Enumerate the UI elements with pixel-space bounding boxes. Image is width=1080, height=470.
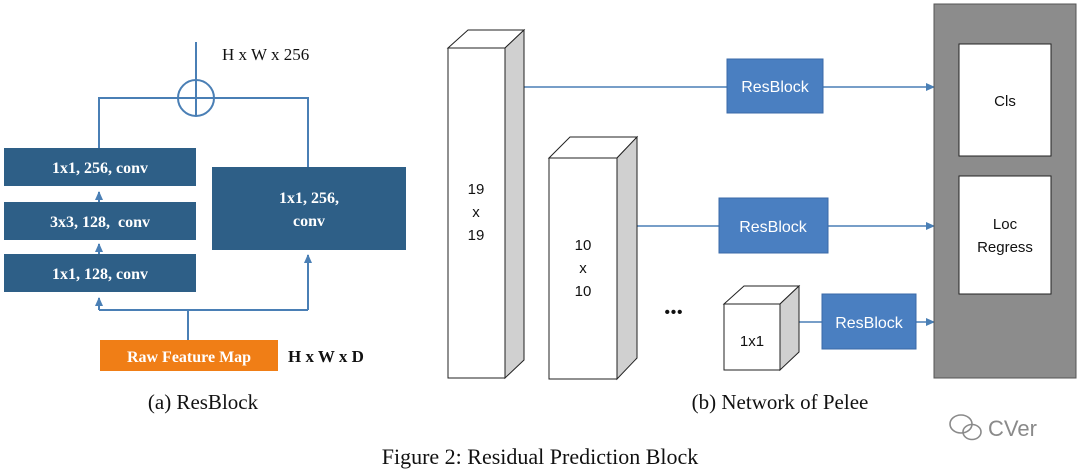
feature-map-19x19-label-top: 19 bbox=[468, 181, 485, 198]
resblock-output-shape-label: H x W x 256 bbox=[222, 45, 309, 64]
panel-b-connectors bbox=[524, 83, 935, 326]
shortcut-conv-1x1-256: 1x1, 256, conv bbox=[212, 167, 406, 250]
conv-1x1-256-label: 1x1, 256, conv bbox=[52, 160, 148, 177]
panel-b-caption: (b) Network of Pelee bbox=[692, 390, 869, 414]
shortcut-conv-label-line2: conv bbox=[293, 213, 325, 230]
resblock-2-label: ResBlock bbox=[739, 219, 808, 236]
loc-label-line2: Regress bbox=[977, 239, 1033, 256]
conv-1x1-128: 1x1, 128, conv bbox=[4, 254, 196, 292]
resblock-2: ResBlock bbox=[718, 197, 829, 254]
panel-b-network: 19 x 19 10 x 10 ••• 1x1 ResBlock ResBloc… bbox=[446, 3, 1077, 414]
cls-box bbox=[958, 43, 1052, 157]
feature-map-10x10-label-top: 10 bbox=[575, 237, 592, 254]
loc-label-line1: Loc bbox=[993, 216, 1018, 233]
resblock-1: ResBlock bbox=[726, 58, 824, 114]
figure-caption: Figure 2: Residual Prediction Block bbox=[382, 444, 699, 469]
watermark-text: CVer bbox=[988, 416, 1037, 441]
panel-a-connectors bbox=[95, 42, 312, 340]
elementwise-sum-node bbox=[177, 79, 215, 117]
feature-map-19x19-label-x: x bbox=[472, 204, 480, 221]
feature-map-1x1 bbox=[722, 284, 801, 372]
conv-1x1-128-label: 1x1, 128, conv bbox=[52, 266, 148, 283]
feature-map-19x19 bbox=[446, 28, 526, 380]
loc-regress-box bbox=[958, 175, 1052, 295]
raw-feature-map: Raw Feature Map bbox=[100, 340, 278, 371]
panel-a-caption: (a) ResBlock bbox=[148, 390, 259, 414]
conv-1x1-256: 1x1, 256, conv bbox=[4, 148, 196, 186]
wechat-icon bbox=[949, 414, 982, 441]
feature-map-10x10-label-bottom: 10 bbox=[575, 283, 592, 300]
ellipsis: ••• bbox=[665, 304, 684, 321]
wechat-watermark: CVer bbox=[949, 414, 1037, 441]
shortcut-conv-label-line1: 1x1, 256, bbox=[279, 190, 339, 207]
feature-map-10x10-label-x: x bbox=[579, 260, 587, 277]
conv-3x3-128-label: 3x3, 128, conv bbox=[50, 214, 150, 231]
panel-a-resblock: H x W x 256 1x1, 256, conv 3x3, 128, con… bbox=[4, 42, 406, 414]
feature-map-1x1-label: 1x1 bbox=[740, 333, 764, 350]
resblock-3-label: ResBlock bbox=[835, 315, 904, 332]
detection-head: Cls Loc Regress bbox=[933, 3, 1077, 379]
resblock-1-label: ResBlock bbox=[741, 79, 810, 96]
conv-3x3-128: 3x3, 128, conv bbox=[4, 202, 196, 240]
resblock-3: ResBlock bbox=[821, 293, 917, 350]
raw-feature-map-shape-label: H x W x D bbox=[288, 347, 364, 366]
feature-map-10x10 bbox=[547, 135, 639, 381]
cls-label: Cls bbox=[994, 93, 1016, 110]
feature-map-19x19-label-bottom: 19 bbox=[468, 227, 485, 244]
raw-feature-map-label: Raw Feature Map bbox=[127, 349, 251, 366]
